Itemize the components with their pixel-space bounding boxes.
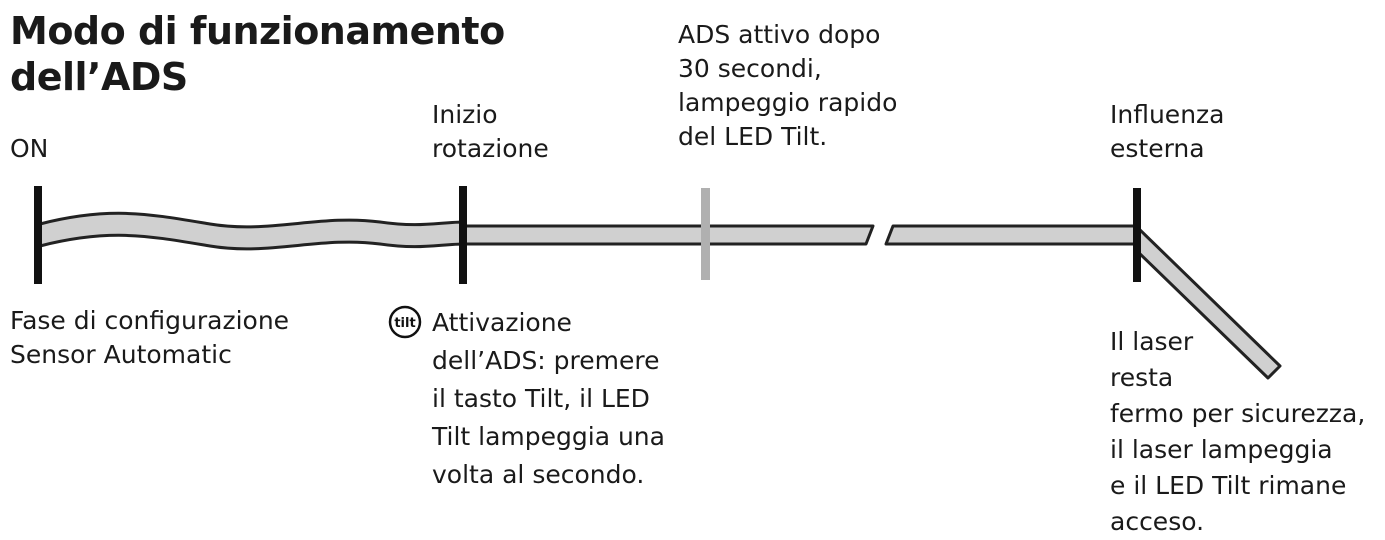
label-ads-active: ADS attivo dopo 30 secondi, lampeggio ra… (678, 20, 898, 151)
ads-active-marker (701, 188, 710, 280)
label-rotation-start: Inizio rotazione (432, 100, 549, 163)
label-ads-activation: Attivazione dell’ADS: premere il tasto T… (432, 308, 665, 489)
on-marker (34, 186, 42, 284)
laser-stop-band (1136, 226, 1282, 380)
diagram-title: Modo di funzionamento dell’ADS (10, 9, 505, 99)
label-setup-phase: Fase di configurazione Sensor Automatic (10, 306, 290, 369)
rotation-band-segment-1 (463, 224, 875, 246)
label-on: ON (10, 134, 49, 163)
rotation-band-segment-2 (884, 224, 1140, 246)
tilt-button-icon: tilt (388, 305, 422, 339)
label-external-influence: Influenza esterna (1110, 100, 1225, 163)
external-influence-marker (1133, 188, 1141, 282)
label-laser-stop: Il laser resta fermo per sicurezza, il l… (1110, 327, 1366, 536)
rotation-start-marker (459, 186, 467, 284)
svg-text:tilt: tilt (394, 316, 415, 331)
setup-phase-band (38, 211, 467, 251)
